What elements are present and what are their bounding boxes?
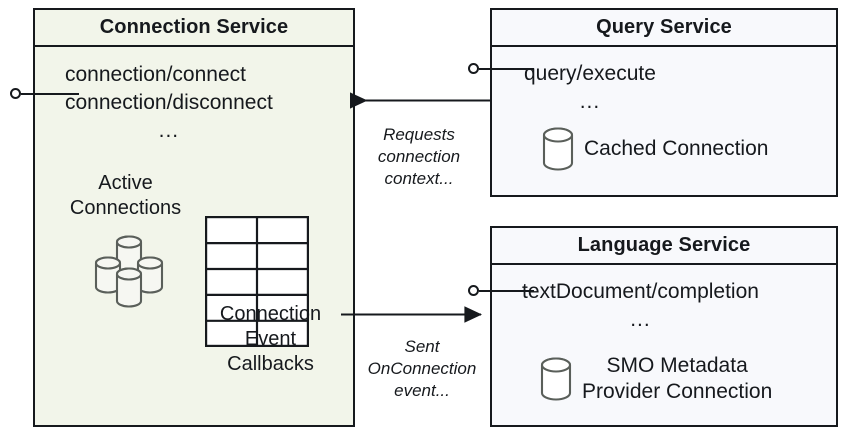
active-connections-label-line2: Connections (69, 197, 182, 219)
component-language-service[interactable]: Language Service textDocument/completion… (490, 226, 838, 427)
language-service-body: textDocument/completion ... SMO Metadata… (492, 265, 836, 425)
query-service-provided-interface-icon[interactable] (468, 63, 534, 74)
arrow-requests-label-line1: Requests (383, 125, 455, 144)
endpoint-ellipsis: ... (630, 308, 651, 331)
active-connections-label-line1: Active (98, 172, 153, 194)
connection-service-endpoints: connection/connect connection/disconnect… (65, 61, 273, 145)
interface-stem-icon (479, 67, 534, 70)
connection-service-title: Connection Service (35, 10, 353, 47)
arrow-sent-onconnection-event (341, 306, 483, 323)
connection-service-body: connection/connect connection/disconnect… (35, 47, 353, 425)
language-service-provided-interface-icon[interactable] (468, 285, 534, 296)
component-connection-service[interactable]: Connection Service connection/connect co… (33, 8, 355, 427)
smo-label-line2: Provider Connection (582, 380, 773, 403)
interface-ball-icon (468, 63, 479, 74)
arrow-requests-label: Requests connection context... (355, 124, 483, 190)
callbacks-label-line3: Callbacks (227, 353, 314, 375)
table-grid-icon (205, 216, 309, 347)
database-cylinder-icon (542, 127, 574, 171)
query-service-body: query/execute ... Cached Connection (492, 47, 836, 195)
cached-connection-label: Cached Connection (584, 137, 769, 160)
arrow-sent-label-line1: Sent (404, 337, 440, 356)
smo-metadata-provider-label: SMO Metadata Provider Connection (582, 353, 772, 405)
language-service-endpoints: textDocument/completion ... (522, 278, 759, 334)
cached-connection-artifact: Cached Connection (542, 127, 768, 171)
connection-event-callbacks-label: Connection Event Callbacks (193, 302, 348, 377)
endpoint-connection-connect: connection/connect (65, 63, 246, 86)
query-service-title: Query Service (492, 10, 836, 47)
component-query-service[interactable]: Query Service query/execute ... Cached C… (490, 8, 838, 197)
arrow-requests-label-line3: context... (384, 169, 454, 188)
callbacks-label-line2: Event (244, 328, 297, 350)
database-cylinder-icon (540, 357, 572, 401)
arrow-sent-label-line2: OnConnection (367, 359, 477, 378)
endpoint-ellipsis: ... (158, 119, 180, 142)
endpoint-textdocument-completion: textDocument/completion (522, 280, 759, 303)
active-connections-label: Active Connections (53, 171, 198, 221)
smo-label-line1: SMO Metadata (606, 354, 748, 377)
arrow-requests-connection-context (349, 92, 491, 109)
connection-service-provided-interface-icon[interactable] (10, 88, 79, 99)
callbacks-label-line1: Connection (219, 303, 322, 325)
smo-metadata-provider-artifact: SMO Metadata Provider Connection (540, 353, 772, 405)
interface-ball-icon (10, 88, 21, 99)
database-cluster-icon (94, 235, 164, 308)
query-service-endpoints: query/execute ... (524, 60, 656, 116)
arrow-requests-label-line2: connection (377, 147, 461, 166)
endpoint-connection-disconnect: connection/disconnect (65, 91, 273, 114)
arrow-sent-label: Sent OnConnection event... (352, 336, 492, 402)
language-service-title: Language Service (492, 228, 836, 265)
endpoint-query-execute: query/execute (524, 62, 656, 85)
endpoint-ellipsis: ... (579, 90, 601, 113)
interface-stem-icon (479, 289, 534, 292)
arrow-sent-label-line3: event... (394, 381, 450, 400)
interface-stem-icon (21, 92, 79, 95)
interface-ball-icon (468, 285, 479, 296)
